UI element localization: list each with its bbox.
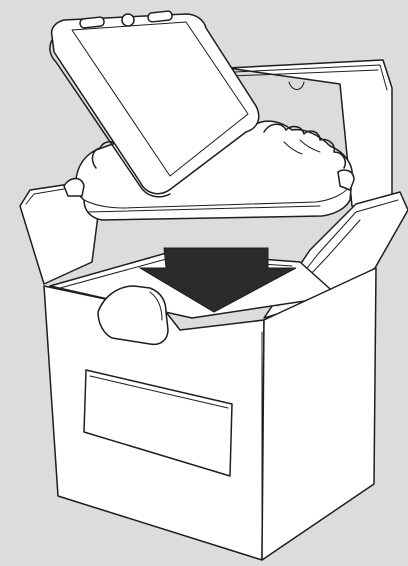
left-button-icon	[80, 17, 105, 28]
center-button-icon	[122, 14, 134, 26]
right-button-icon	[148, 11, 173, 22]
